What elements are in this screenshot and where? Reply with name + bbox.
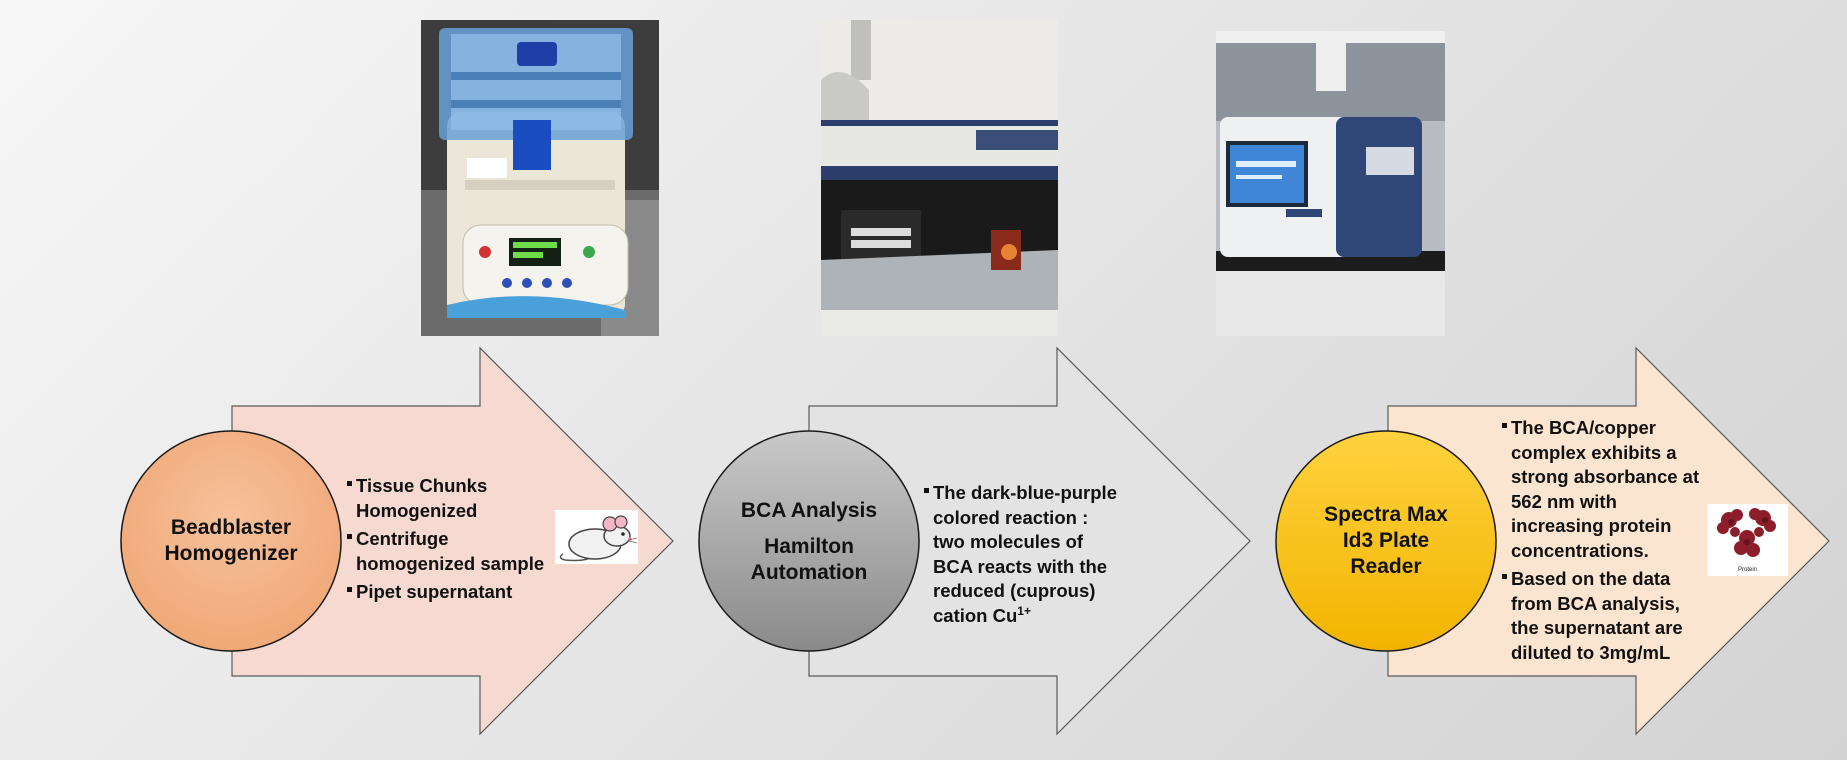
step1-arrow bbox=[231, 346, 674, 736]
step2-title: BCA Analysis Hamilton Automation bbox=[709, 490, 909, 594]
homogenizer-photo bbox=[421, 20, 659, 336]
step2-bullets: The dark-blue-purple colored reaction : … bbox=[924, 481, 1139, 632]
step2-title-line2: Hamilton bbox=[764, 535, 854, 558]
step2-bullet-1: The dark-blue-purple colored reaction : … bbox=[924, 481, 1139, 628]
step3-title: Spectra Max Id3 Plate Reader bbox=[1286, 498, 1486, 584]
step3-title-line1: Spectra Max bbox=[1324, 503, 1448, 526]
step3-bullet-1: The BCA/copper complex exhibits a strong… bbox=[1502, 416, 1712, 563]
step1-bullets: Tissue Chunks Homogenized Centrifuge hom… bbox=[347, 474, 562, 609]
step1-title-line2: Homogenizer bbox=[164, 542, 298, 565]
mouse-icon bbox=[555, 510, 638, 564]
step2-arrow bbox=[808, 346, 1251, 736]
step1-title-line1: Beadblaster bbox=[170, 516, 292, 539]
step1-bullet-2: Centrifuge homogenized sample bbox=[347, 527, 562, 576]
protein-icon: Protein bbox=[1707, 504, 1788, 576]
cu-superscript: 1+ bbox=[1017, 603, 1031, 618]
step1-title: Beadblaster Homogenizer bbox=[131, 501, 331, 581]
step3-title-line3: Reader bbox=[1350, 555, 1422, 578]
step2-title-line3: Automation bbox=[750, 561, 868, 584]
protein-icon-caption: Protein bbox=[1737, 567, 1757, 573]
step3-arrow bbox=[1387, 346, 1830, 736]
step3-title-line2: Id3 Plate bbox=[1342, 529, 1430, 552]
step2-circle bbox=[698, 430, 920, 652]
step3-bullet-2: Based on the data from BCA analysis, the… bbox=[1502, 567, 1712, 665]
step3-circle bbox=[1275, 430, 1497, 652]
step1-circle bbox=[120, 430, 342, 652]
step2-title-line1: BCA Analysis bbox=[740, 499, 878, 522]
liquid-handler-photo bbox=[821, 20, 1058, 336]
step1-bullet-1: Tissue Chunks Homogenized bbox=[347, 474, 562, 523]
plate-reader-photo bbox=[1216, 31, 1445, 336]
step3-bullets: The BCA/copper complex exhibits a strong… bbox=[1502, 416, 1712, 669]
step1-bullet-3: Pipet supernatant bbox=[347, 580, 562, 605]
